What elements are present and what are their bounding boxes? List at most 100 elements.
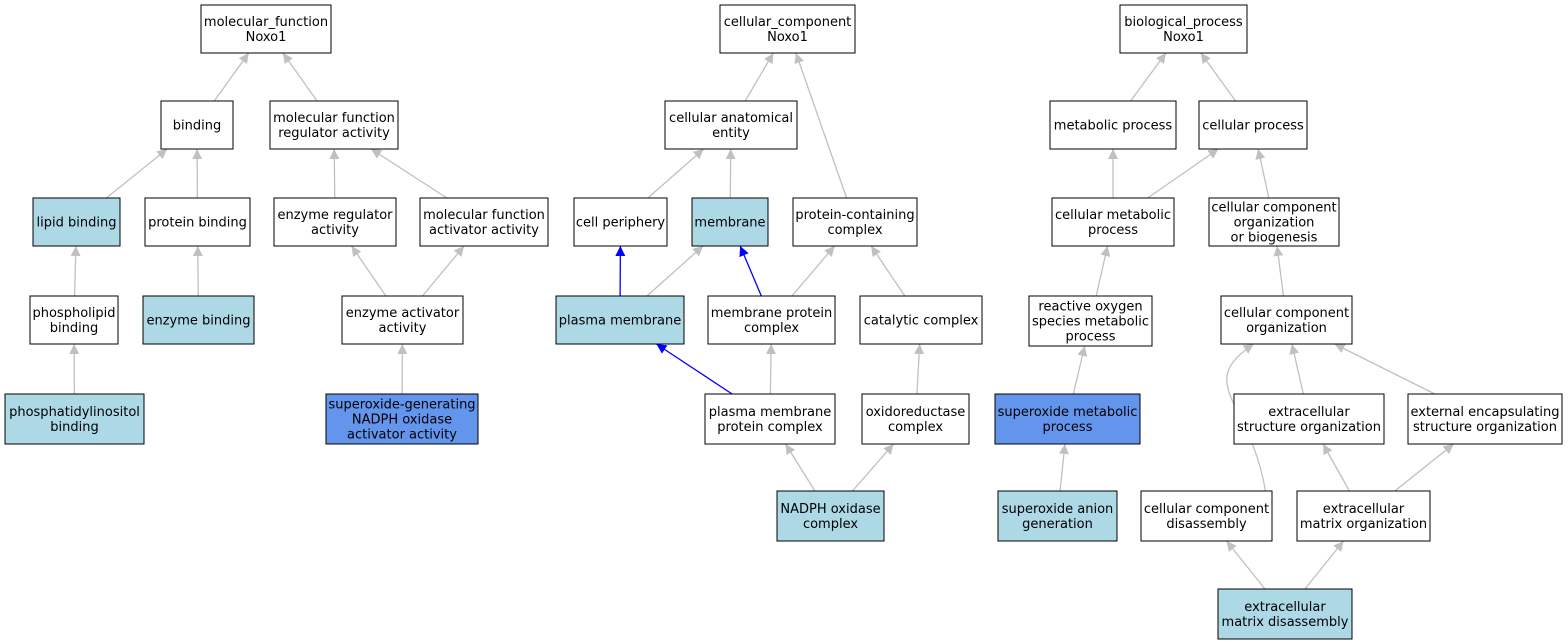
node-box [1217,588,1353,640]
node-label-line: cell periphery [576,216,666,231]
node-label-line: extracellular [1244,600,1326,615]
edge-phosphob-to-lipidb [70,245,81,297]
edges-layer [69,52,1455,590]
edge-eeso-to-cco [1334,343,1436,395]
edge-enzaa-to-enzra [350,245,387,297]
node-box [1049,100,1177,150]
node-label-line: structure organization [1413,420,1557,435]
edge-smp-to-rosmp [1072,345,1088,395]
edge-cco-to-ccob [1273,245,1285,297]
node-label-line: phospholipid [32,306,115,321]
edge-cellper-to-cae [647,148,705,199]
node-label-line: cellular process [1202,119,1304,134]
node-label-line: structure organization [1237,420,1381,435]
node-label-line: or biogenesis [1231,231,1318,246]
node-box [269,100,399,150]
edge-enzaa-to-mfaa [421,245,465,297]
node-label-line: oxidoreductase [866,405,966,420]
node-label-line: plasma membrane [709,405,832,420]
node-label-line: cellular metabolic [1055,208,1171,223]
node-label-line: organization [1246,321,1327,336]
edge-pmpc-to-mpc [765,343,776,395]
edge-emo-to-eeso [1394,443,1455,492]
node-label-line: extracellular [1323,502,1405,517]
node-label-line: cellular component [1211,201,1336,216]
node-label-line: complex [744,321,799,336]
edge-ccob-to-cellp [1255,148,1270,199]
node-label-line: enzyme regulator [277,208,393,223]
edge-enzra-to-mfra [329,148,340,199]
node-label-line: activity [379,321,427,336]
node-label-line: complex [827,223,882,238]
edge-cmetp-to-cellp [1147,148,1219,199]
edge-mpc-to-pcc [791,245,836,297]
node-label-line: lipid binding [37,216,117,231]
edge-sag-to-smp [1058,443,1069,492]
node-label-line: binding [50,321,98,336]
node-label-line: extracellular [1268,405,1350,420]
node-box [555,295,685,345]
edge-oxc-to-catc [914,343,925,395]
node-box [719,4,856,54]
node-label-line: molecular_function [204,15,328,30]
node-cell-periphery: cell periphery [573,197,668,247]
node-box [1296,490,1431,542]
node-protein-binding: protein binding [144,197,251,247]
node-label-line: species metabolic [1032,315,1149,330]
node-cellular-process: cellular process [1198,100,1308,150]
edge-plasmam-to-membrane [646,245,704,297]
node-box [1220,295,1353,345]
edge-mfaa-to-mfra [370,148,448,199]
edge-nadph-to-oxc [851,443,895,492]
node-box [1198,100,1308,150]
node-box [691,197,769,247]
node-label-line: activator activity [347,428,457,443]
node-label-line: superoxide-generating [328,398,475,413]
edge-lipidb-to-binding [105,148,168,199]
node-label-line: protein-containing [795,208,914,223]
node-label-line: complex [888,420,943,435]
node-label-line: cellular component [1144,502,1269,517]
node-label-line: enzyme binding [146,314,250,329]
node-lipid-binding: lipid binding [32,197,121,247]
node-label-line: NADPH oxidase [352,413,452,428]
node-label-line: cellular component [1224,306,1349,321]
node-label-line: plasma membrane [559,314,682,329]
node-label-line: protein binding [148,216,247,231]
node-box [1407,393,1563,445]
edge-cellp-to-bp [1200,52,1237,102]
node-label-line: catalytic complex [864,314,979,329]
node-box [200,4,332,54]
node-label-line: external encapsulating [1410,405,1559,420]
edge-cae-to-cc [744,52,774,102]
node-enzyme-binding: enzyme binding [142,295,255,345]
node-label-line: activity [311,223,359,238]
node-label-line: metabolic process [1054,119,1173,134]
node-label-line: regulator activity [278,126,390,141]
node-label-line: complex [803,517,858,532]
edge-mfra-to-mf [282,52,318,102]
edge-binding-to-mf [213,52,250,102]
edge-emo-to-eso [1322,443,1351,492]
node-label-line: membrane [694,216,765,231]
edge-eso-to-cco [1289,343,1304,395]
node-label-line: binding [173,119,221,134]
edge-rosmp-to-cmetp [1095,245,1111,297]
node-label-line: reactive oxygen [1038,300,1142,315]
node-box [994,393,1141,445]
edge-membrane-to-cae [725,148,736,199]
